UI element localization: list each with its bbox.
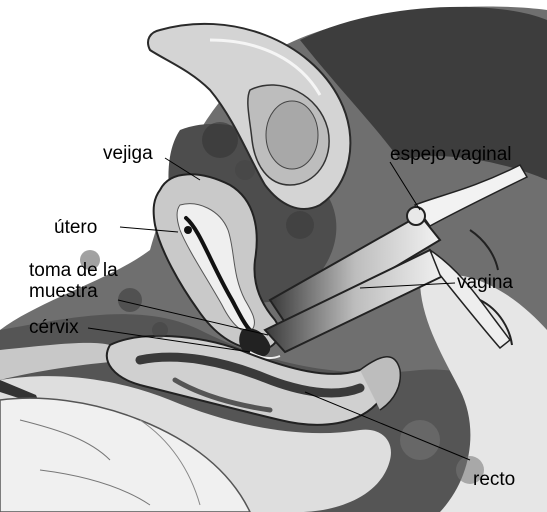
label-toma-line2: muestra xyxy=(29,281,98,302)
label-cervix: cérvix xyxy=(29,318,79,338)
label-toma-de-la-muestra: toma de la muestra xyxy=(29,260,149,302)
label-vagina: vagina xyxy=(457,273,513,293)
label-toma-line1: toma de la xyxy=(29,260,118,281)
label-utero: útero xyxy=(54,218,97,238)
label-espejo-vaginal: espejo vaginal xyxy=(390,145,511,165)
label-recto: recto xyxy=(473,470,515,490)
label-vejiga: vejiga xyxy=(103,144,153,164)
